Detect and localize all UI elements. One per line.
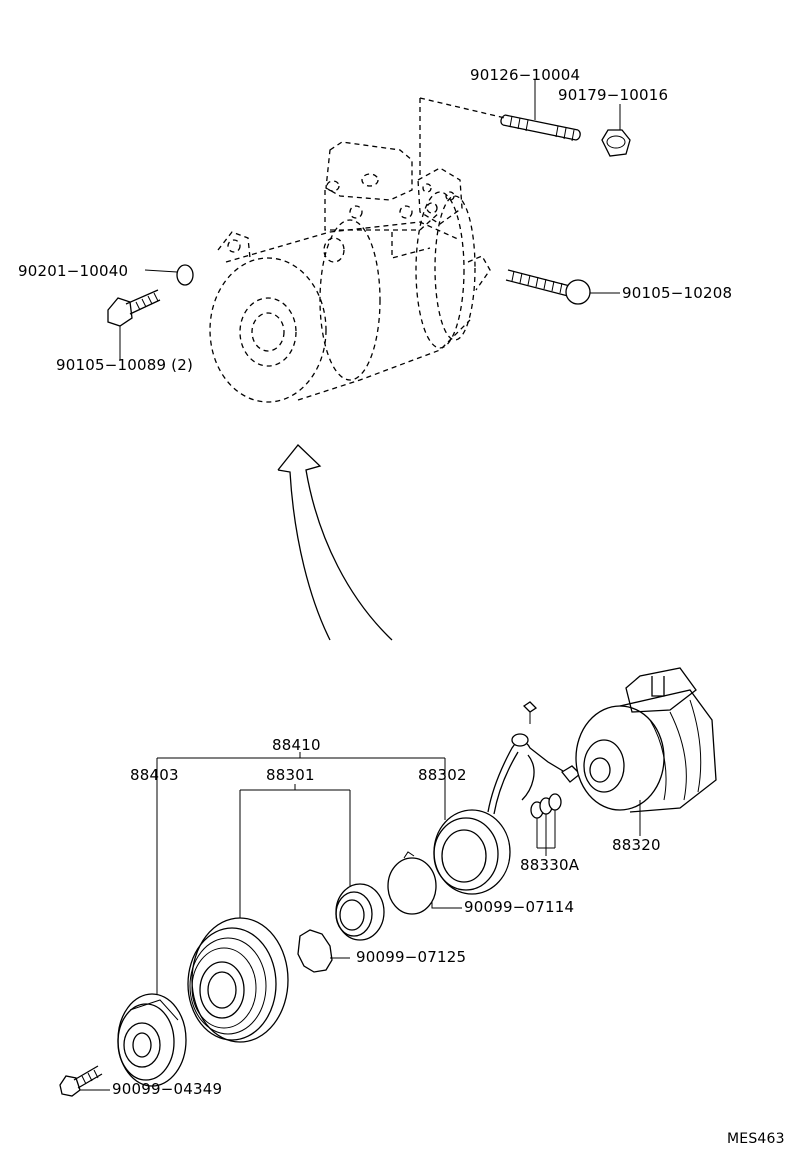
compressor-phantom-outline — [209, 97, 506, 403]
stud-bolt — [500, 80, 581, 142]
washer — [144, 264, 194, 286]
center-bolt — [59, 1065, 110, 1097]
label-90126-10004: 90126−10004 — [470, 66, 581, 84]
label-90105-10208: 90105−10208 — [622, 284, 733, 302]
pulley — [187, 917, 289, 1043]
bolt-long — [505, 269, 620, 305]
label-90201-10040: 90201−10040 — [18, 262, 129, 280]
label-90099-04349: 90099−04349 — [112, 1080, 223, 1098]
label-88330A: 88330A — [520, 856, 580, 874]
bolt-short — [107, 289, 161, 360]
label-90179-10016: 90179−10016 — [558, 86, 669, 104]
label-90099-07125: 90099−07125 — [356, 948, 467, 966]
diagram-code: MES463 — [727, 1131, 785, 1147]
snap-ring-small — [297, 929, 350, 973]
bracket-lines — [156, 752, 446, 1000]
label-88320: 88320 — [612, 836, 661, 854]
nut — [601, 104, 631, 157]
pressure-plate — [117, 993, 187, 1087]
label-88302: 88302 — [418, 766, 467, 784]
snap-ring-large — [387, 851, 462, 915]
compressor-assembly — [575, 667, 717, 836]
label-88410: 88410 — [272, 736, 321, 754]
shims — [530, 793, 562, 856]
wire-harness — [487, 701, 581, 815]
label-88301: 88301 — [266, 766, 315, 784]
label-90099-07114: 90099−07114 — [464, 898, 575, 916]
assembly-arrow — [277, 444, 393, 641]
stator-coil — [433, 809, 511, 895]
label-90105-10089: 90105−10089 (2) — [56, 356, 194, 374]
bearing — [335, 883, 385, 941]
label-88403: 88403 — [130, 766, 179, 784]
